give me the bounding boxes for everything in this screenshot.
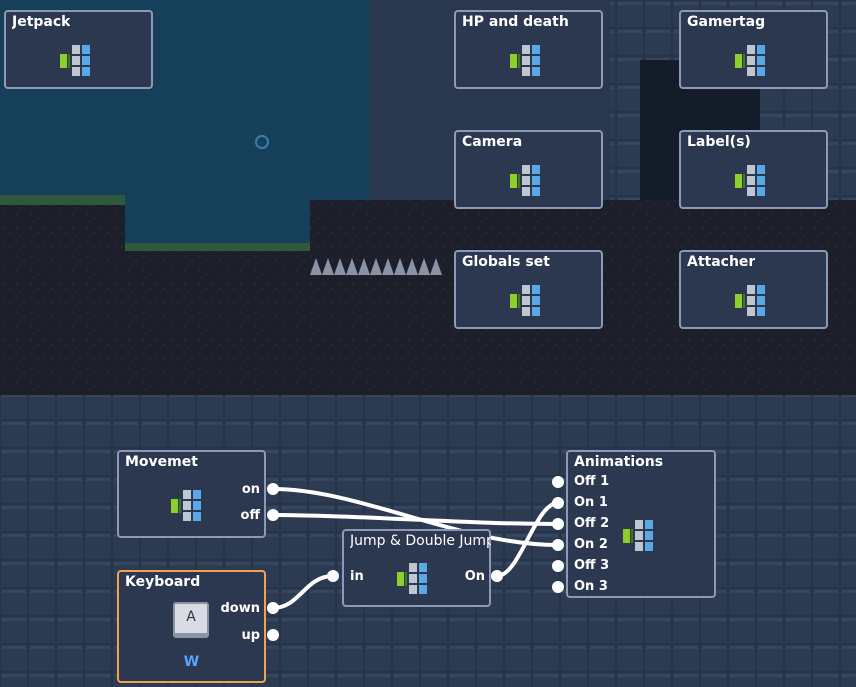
movement-output-off-port[interactable] [267, 509, 279, 521]
node-movement[interactable]: Movemet on off [117, 450, 266, 538]
animations-input-off-1-port[interactable] [552, 476, 564, 488]
node-attacher[interactable]: Attacher [679, 250, 828, 329]
node-title: Movemet [125, 454, 198, 470]
logic-chip-icon [510, 45, 540, 76]
input-label-off-3: Off 3 [574, 558, 610, 573]
jump-input-in-port[interactable] [327, 570, 339, 582]
node-title: Gamertag [687, 14, 766, 30]
movement-output-on-port[interactable] [267, 483, 279, 495]
jump-output-on-port[interactable] [491, 570, 503, 582]
node-globals-set[interactable]: Globals set [454, 250, 603, 329]
node-jetpack[interactable]: Jetpack [4, 10, 153, 89]
logic-chip-icon [623, 520, 653, 551]
logic-chip-icon [510, 165, 540, 196]
node-title: Jump & Double Jump [350, 533, 491, 549]
animations-input-off-3-port[interactable] [552, 560, 564, 572]
node-title: Animations [574, 454, 664, 470]
logic-chip-icon [60, 45, 90, 76]
node-title: HP and death [462, 14, 569, 30]
logic-chip-icon [510, 285, 540, 316]
output-label-off: off [240, 508, 260, 523]
input-label-on-2: On 2 [574, 537, 608, 552]
key-name: W [183, 654, 200, 670]
node-jump-double-jump[interactable]: Jump & Double Jump in On [342, 529, 491, 607]
node-labels[interactable]: Label(s) [679, 130, 828, 209]
node-title: Keyboard [125, 574, 201, 590]
keyboard-output-up-port[interactable] [267, 629, 279, 641]
keyboard-output-down-port[interactable] [267, 602, 279, 614]
animations-input-on-1-port[interactable] [552, 497, 564, 509]
logic-chip-icon [397, 563, 427, 594]
input-label-on-3: On 3 [574, 579, 608, 594]
input-label-off-1: Off 1 [574, 474, 610, 489]
output-label-up: up [241, 628, 260, 643]
node-title: Globals set [462, 254, 550, 270]
input-label-in: in [350, 569, 364, 584]
node-title: Label(s) [687, 134, 751, 150]
node-animations[interactable]: Animations Off 1 On 1 Off 2 On 2 Off 3 O… [566, 450, 716, 598]
logic-chip-icon [171, 490, 201, 521]
node-gamertag[interactable]: Gamertag [679, 10, 828, 89]
node-title: Jetpack [12, 14, 71, 30]
input-label-off-2: Off 2 [574, 516, 610, 531]
logic-chip-icon [735, 45, 765, 76]
animations-input-on-2-port[interactable] [552, 539, 564, 551]
animations-input-on-3-port[interactable] [552, 581, 564, 593]
animations-input-off-2-port[interactable] [552, 518, 564, 530]
input-label-on-1: On 1 [574, 495, 608, 510]
node-hp-and-death[interactable]: HP and death [454, 10, 603, 89]
output-label-on: On [464, 569, 485, 584]
output-label-on: on [241, 482, 260, 497]
logic-chip-icon [735, 165, 765, 196]
node-title: Attacher [687, 254, 756, 270]
output-label-down: down [220, 601, 260, 616]
node-camera[interactable]: Camera [454, 130, 603, 209]
node-title: Camera [462, 134, 523, 150]
logic-chip-icon [735, 285, 765, 316]
key-button[interactable]: A [173, 602, 209, 638]
node-keyboard[interactable]: Keyboard A W down up [117, 570, 266, 683]
